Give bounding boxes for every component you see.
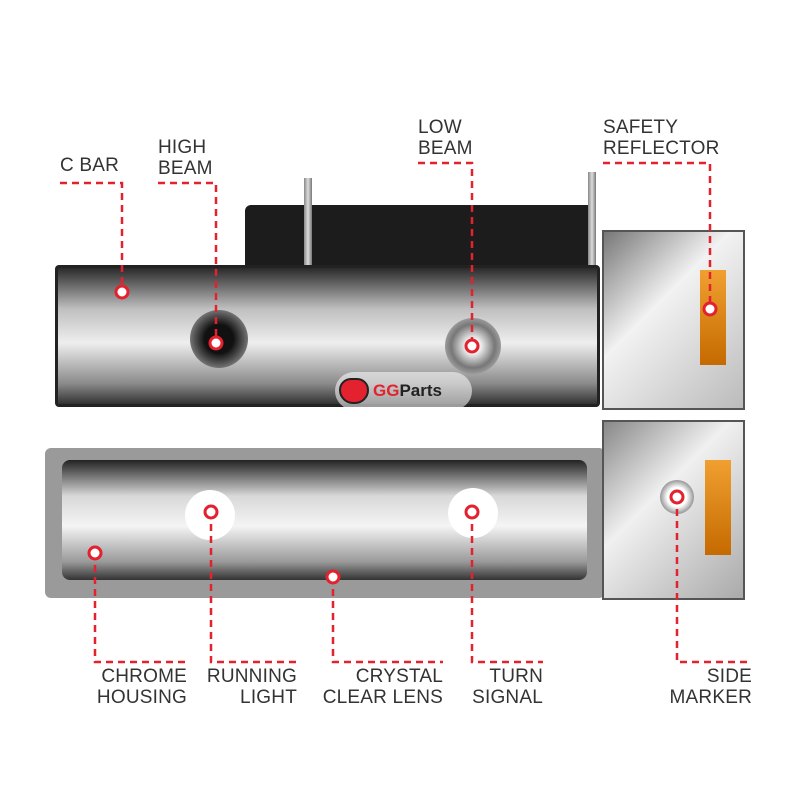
dot-running-light [203,504,219,520]
leader-c-bar [60,181,124,292]
leader-low-beam [418,161,474,346]
leader-safety-reflector [603,161,712,309]
label-line: LIGHT [240,687,297,708]
label-line: SAFETY [603,117,679,138]
amber-marker [705,460,731,555]
dot-high-beam [208,335,224,351]
leader-high-beam [158,181,218,343]
label-line: MARKER [669,687,752,708]
label-line: CLEAR LENS [322,687,443,708]
label-line: REFLECTOR [603,138,720,159]
label-line: SIGNAL [472,687,543,708]
label-line: SIDE [706,666,752,687]
leader-crystal-clear-lens [331,577,443,664]
label-line: LOW [418,117,462,138]
leader-side-marker [675,497,752,664]
label-line: HIGH [158,137,207,158]
label-line: BEAM [158,158,213,179]
dot-chrome-housing [87,545,103,561]
amber-reflector [700,270,726,365]
dot-side-marker [669,489,685,505]
label-line: CRYSTAL [355,666,443,687]
leader-turn-signal [470,512,543,664]
label-c-bar: C BAR [60,155,119,176]
label-line: RUNNING [206,666,297,687]
dot-c-bar [114,284,130,300]
logo-mascot-icon [339,378,369,404]
mounting-bracket [245,205,595,267]
label-line: TURN [489,666,543,687]
label-line: C BAR [60,155,120,176]
leader-chrome-housing [93,553,187,664]
dot-crystal-clear-lens [325,569,341,585]
headlight-housing [55,265,600,407]
dot-low-beam [464,338,480,354]
mounting-stud [304,178,312,268]
dot-turn-signal [464,504,480,520]
label-line: BEAM [418,138,473,159]
dot-safety-reflector [702,301,718,317]
leader-running-light [209,512,297,664]
logo-gg: GG [373,381,400,400]
bumper-light-lens [62,460,587,580]
mounting-stud [588,172,596,268]
label-line: CHROME [101,666,187,687]
label-line: HOUSING [96,687,187,708]
logo-parts: Parts [399,381,442,400]
